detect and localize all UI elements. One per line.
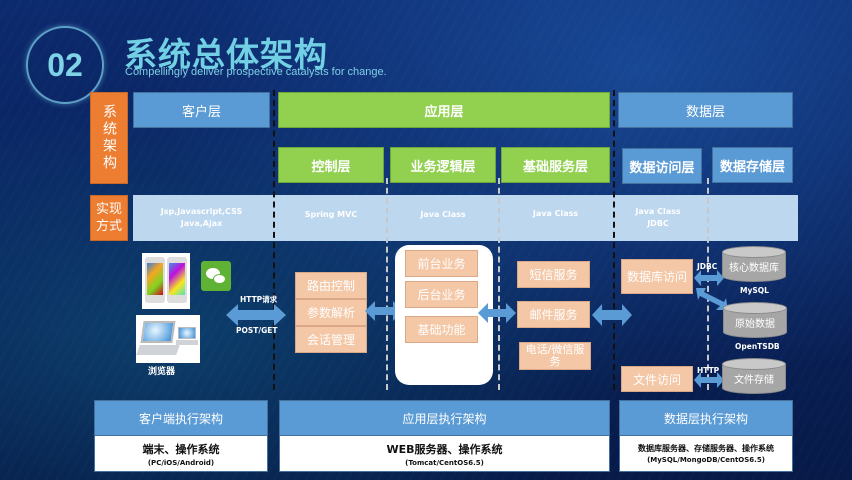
exec-data-body: 数据库服务器、存储服务器、操作系统 (MySQL/MongoDB/CentOS6… [619, 436, 793, 472]
sublayer-data-access: 数据访问层 [622, 148, 702, 184]
browser-label: 浏览器 [148, 367, 176, 377]
control-item-session: 会话管理 [295, 326, 367, 353]
core-database-tech: MySQL [740, 286, 769, 295]
layer-client: 客户层 [133, 92, 270, 128]
page-title: 系统总体架构 [124, 35, 328, 74]
separator-app-data [613, 90, 615, 390]
row-label-implementation-text: 实现方式 [95, 202, 122, 234]
service-item-email: 邮件服务 [517, 301, 590, 328]
sublayer-base-service: 基础服务层 [501, 147, 610, 183]
protocol-post-get-label: POST/GET [236, 326, 278, 335]
control-item-params: 参数解析 [295, 299, 367, 326]
data-access-file: 文件访问 [621, 366, 693, 392]
file-access-arrow-icon [694, 372, 724, 388]
raw-data-label: 原始数据 [723, 308, 787, 338]
raw-data-tech: OpenTSDB [735, 342, 780, 351]
layer-application: 应用层 [278, 92, 610, 128]
implementation-band [133, 195, 798, 241]
section-number: 02 [47, 46, 83, 83]
impl-data-access-line1: Java Class [635, 207, 681, 216]
core-database-cylinder: 核心数据库 [722, 246, 786, 282]
service-data-arrow-icon [592, 304, 632, 326]
exec-application-sub: (Tomcat/CentOS6.5) [405, 458, 484, 467]
http-label: HTTP [697, 366, 720, 375]
exec-client-title: 客户端执行架构 [94, 400, 268, 436]
db-access-arrow-icon [694, 270, 724, 286]
page-subtitle: Compellingly deliver prospective catalys… [125, 66, 387, 78]
impl-client-line2: Java,Ajax [180, 219, 223, 228]
data-access-db: 数据库访问 [621, 259, 693, 294]
exec-client-main: 端末、操作系统 [142, 442, 220, 456]
raw-data-arrow-icon [696, 288, 728, 310]
client-app-arrow-icon [226, 304, 286, 326]
business-service-arrow-icon [478, 303, 516, 323]
exec-client-sub: (PC/iOS/Android) [147, 458, 215, 467]
exec-application-title: 应用层执行架构 [279, 400, 610, 436]
section-number-badge: 02 [26, 26, 104, 104]
jdbc-label: JDBC [697, 262, 718, 271]
separator-business-service [498, 178, 500, 390]
sublayer-business-logic: 业务逻辑层 [390, 147, 496, 183]
exec-data-sub: (MySQL/MongoDB/CentOS6.5) [647, 456, 765, 464]
impl-data-access: Java Class JDBC [618, 195, 698, 241]
layer-data: 数据层 [618, 92, 793, 128]
service-item-sms: 短信服务 [517, 261, 590, 288]
separator-control-business [386, 178, 388, 390]
exec-application-body: WEB服务器、操作系统 (Tomcat/CentOS6.5) [279, 436, 610, 472]
row-label-architecture-text: 系统架构 [101, 104, 117, 172]
cylinder-top [722, 358, 786, 370]
business-item-base: 基础功能 [405, 316, 478, 343]
business-item-frontend: 前台业务 [405, 250, 478, 277]
impl-client: Jsp,Javascript,CSS Java,Ajax [133, 195, 270, 241]
file-storage-cylinder: 文件存储 [722, 358, 786, 394]
row-label-implementation: 实现方式 [90, 195, 128, 241]
raw-data-cylinder: 原始数据 [723, 302, 787, 338]
cylinder-top [722, 246, 786, 258]
control-business-arrow-icon [365, 301, 403, 321]
control-item-routing: 路由控制 [295, 272, 367, 299]
row-label-architecture: 系统架构 [90, 92, 128, 184]
wechat-icon [201, 261, 231, 291]
sublayer-control: 控制层 [278, 147, 384, 183]
smartphone-icon [142, 253, 190, 309]
protocol-http-label: HTTP请求 [240, 295, 278, 304]
exec-application-main: WEB服务器、操作系统 [386, 442, 503, 456]
impl-control: Spring MVC [304, 210, 358, 219]
exec-data-main: 数据库服务器、存储服务器、操作系统 [638, 444, 774, 453]
laptop-icon [136, 315, 200, 363]
impl-base-service: Java Class [532, 209, 579, 218]
exec-data-title: 数据层执行架构 [619, 400, 793, 436]
service-item-phone-wechat: 电话/微信服务 [519, 342, 591, 370]
cylinder-top [723, 302, 787, 314]
separator-client-app [273, 90, 275, 390]
business-item-backend: 后台业务 [405, 281, 478, 308]
separator-access-storage [707, 178, 709, 390]
impl-client-line1: Jsp,Javascript,CSS [160, 207, 243, 216]
impl-data-access-line2: JDBC [647, 219, 669, 228]
impl-business-logic: Java Class [420, 210, 466, 219]
exec-client-body: 端末、操作系统 (PC/iOS/Android) [94, 436, 268, 472]
sublayer-data-storage: 数据存储层 [712, 147, 793, 183]
